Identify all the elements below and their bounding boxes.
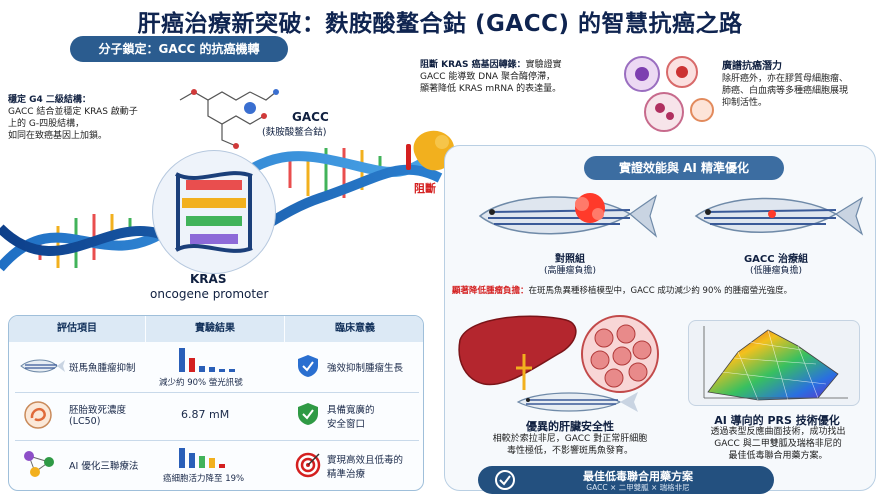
broad-spectrum-text: 廣譜抗癌潛力 除肝癌外，亦在膠質母細胞瘤、 肺癌、白血病等多種癌細胞展現 抑制活…: [722, 61, 878, 109]
table-row-1-meaning: 強效抑制腫瘤生長: [327, 363, 404, 374]
liver-line-1: 相較於索拉非尼，GACC 對正常肝細胞: [492, 434, 648, 444]
table-row-1-item: 斑馬魚腫瘤抑制: [69, 363, 136, 374]
gacc-sub-label: (麩胺酸鳌合鈷): [262, 127, 327, 138]
g4-description: 穩定 G4 二級結構： GACC 結合並穩定 KRAS 啟動子 上的 G-四股結…: [8, 94, 168, 142]
treatment-group-label: GACC 治療組: [743, 254, 809, 265]
table-header-result: 實驗結果: [146, 316, 284, 342]
evaluation-table: 評估項目 實驗結果 臨床意義 斑馬魚腫瘤抑制 減少約 90% 螢光訊號 強效抑制…: [8, 315, 424, 491]
broad-heading: 廣譜抗癌潛力: [722, 61, 782, 72]
table-row-2-meaning-1: 具備寬廣的: [327, 405, 375, 416]
broad-line-1: 除肝癌外，亦在膠質母細胞瘤、: [722, 74, 849, 84]
ai-line-1: 透過表型反應曲面技術，成功找出: [710, 427, 846, 437]
broad-line-3: 抑制活性。: [722, 98, 768, 108]
efficacy-section-pill: 實證效能與 AI 精準優化: [584, 156, 784, 180]
response-surface-chart-icon: [703, 326, 848, 401]
control-group-sub: (高腫瘤負擔): [543, 266, 597, 276]
g-quadruplex-zoom: [152, 150, 276, 274]
page-title: 肝癌治療新突破：麩胺酸鳌合鈷 (GACC) 的智慧抗癌之路: [137, 11, 743, 37]
transcription-heading: 阻斷 KRAS 癌基因轉錄：: [420, 60, 526, 70]
control-group-label: 對照組: [555, 254, 585, 265]
ai-prs-text: 透過表型反應曲面技術，成功找出 GACC 與二甲雙胍及瑞格非尼的 最佳低毒聯合用…: [690, 426, 866, 462]
healthy-zebrafish-icon: [516, 392, 638, 412]
ai-network-icon: [24, 451, 54, 477]
liver-safety-text: 相較於索拉非尼，GACC 對正常肝細胞 毒性極低，不影響斑馬魚發育。: [460, 433, 680, 457]
block-label: 阻斷: [414, 182, 436, 195]
row-3-bar-chart: [175, 446, 245, 468]
table-row-3-meaning-2: 精準治療: [327, 469, 366, 480]
g4-line-2: 上的 G-四股結構，: [8, 119, 85, 129]
row-1-bar-chart: [175, 346, 245, 372]
table-header-item: 評估項目: [9, 316, 145, 342]
embryo-icon: [24, 401, 52, 429]
liver-line-2: 毒性極低，不影響斑馬魚發育。: [506, 446, 633, 456]
ai-line-3: 最佳低毒聯合用藥方案。: [728, 451, 828, 461]
table-row-2-item: 胚胎致死濃度: [69, 405, 127, 416]
table-row-2-meaning-2: 安全窗口: [327, 419, 366, 430]
tumor-finding-detail: 在斑馬魚異種移植模型中，GACC 成功減少約 90% 的腫瘤螢光強度。: [528, 286, 793, 296]
transcription-line-2: 顯著降低 KRAS mRNA 的表達量。: [420, 84, 562, 94]
g4-line-1: GACC 結合並穩定 KRAS 啟動子: [8, 107, 138, 117]
table-row-1-result: 減少約 90% 螢光訊號: [159, 378, 243, 388]
control-zebrafish-icon: [478, 193, 658, 238]
g4-line-3: 如同在致癌基因上加鎖。: [8, 131, 108, 141]
kras-transcription-text: 阻斷 KRAS 癌基因轉錄：實驗證實 GACC 能導致 DNA 聚合酶停滯， 顯…: [420, 59, 620, 95]
liver-illustration: [458, 315, 659, 393]
transcription-line-1: GACC 能導致 DNA 聚合酶停滯，: [420, 72, 555, 82]
transcription-heading-tail: 實驗證實: [525, 60, 562, 70]
kras-label: KRAS: [190, 272, 227, 286]
gacc-label: GACC: [292, 110, 329, 124]
table-row-2-result: 6.87 mM: [181, 408, 230, 421]
cancer-cells-icon: [624, 56, 714, 132]
table-row-3-meaning-1: 實現高效且低毒的: [327, 455, 404, 466]
gacc-molecule-icon: [179, 89, 279, 149]
treated-zebrafish-icon: [694, 196, 864, 236]
table-header-meaning: 臨床意義: [285, 316, 423, 342]
kras-sub-label: oncogene promoter: [150, 287, 269, 301]
combo-regimen-sub: GACC × 二甲雙胍 × 瑞格非尼: [586, 483, 690, 492]
g-quadruplex-icon: [175, 171, 253, 253]
table-row-3-item: AI 優化三聯療法: [69, 461, 139, 472]
g4-heading: 穩定 G4 二級結構：: [8, 95, 91, 105]
liver-safety-heading: 優異的肝臟安全性: [526, 420, 614, 433]
broad-line-2: 肺癌、白血病等多種癌細胞展現: [722, 86, 849, 96]
zebrafish-row-icon: [20, 359, 65, 373]
tumor-finding-text: 顯著降低腫瘤負擔：在斑馬魚異種移植模型中，GACC 成功減少約 90% 的腫瘤螢…: [452, 284, 874, 296]
target-icon: [295, 452, 321, 478]
ai-line-2: GACC 與二甲雙胍及瑞格非尼的: [714, 439, 842, 449]
checkmark-circle-icon: [495, 470, 515, 490]
ai-prs-heading: AI 導向的 PRS 技術優化: [714, 414, 840, 427]
table-row-3-result: 癌細胞活力降至 19%: [163, 474, 245, 484]
combo-regimen-title: 最佳低毒聯合用藥方案: [583, 470, 693, 483]
tumor-finding-highlight: 顯著降低腫瘤負擔：: [452, 286, 529, 296]
table-row-2-item-sub: (LC50): [69, 416, 101, 427]
shield-check-icon: [298, 355, 318, 377]
mechanism-section-pill: 分子鎖定：GACC 的抗癌機轉: [70, 36, 288, 62]
combo-regimen-banner: [478, 466, 774, 494]
shield-check-green-icon: [298, 403, 318, 425]
treatment-group-sub: (低腫瘤負擔): [749, 266, 803, 276]
